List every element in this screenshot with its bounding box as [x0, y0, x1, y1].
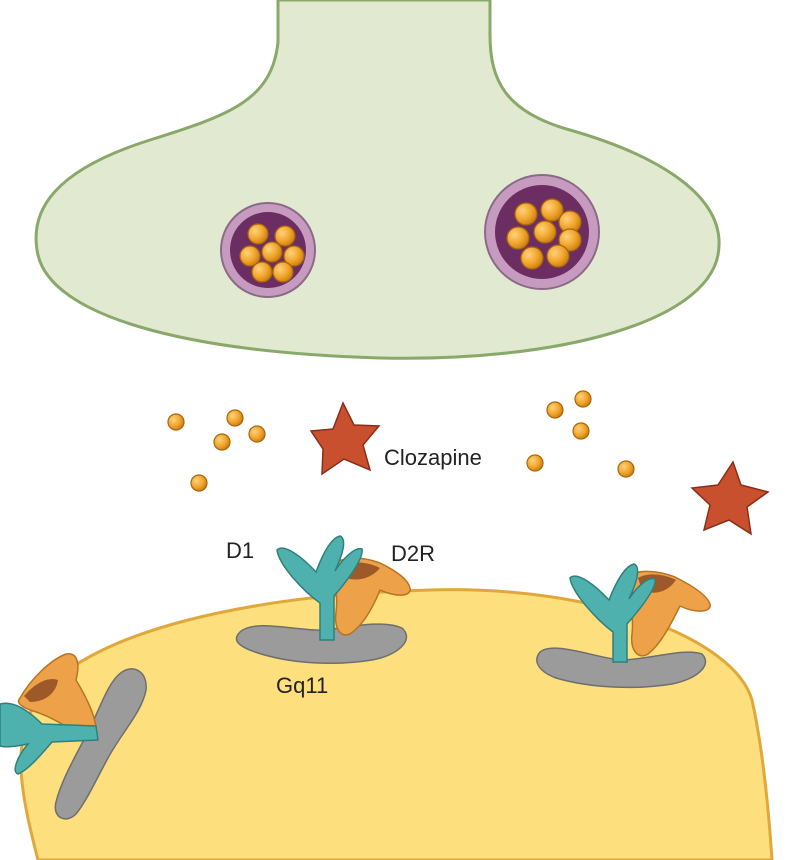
neurotransmitter-molecule	[546, 401, 564, 419]
neurotransmitter-molecule	[283, 245, 305, 267]
d1-receptor-left	[0, 702, 99, 775]
neurotransmitter-molecule	[514, 202, 538, 226]
neurotransmitter-molecule	[167, 413, 185, 431]
neurotransmitter-molecule	[251, 261, 273, 283]
neurotransmitter-molecule	[272, 261, 294, 283]
receptor-complex-center	[235, 535, 411, 665]
neurotransmitter-molecule	[274, 225, 296, 247]
d1-receptor-right	[569, 563, 656, 663]
d2-binding-pocket-left	[24, 678, 58, 702]
vesicle-left-contents	[239, 223, 305, 283]
presynaptic-terminal	[34, 0, 721, 360]
clozapine-label: Clozapine	[384, 445, 482, 470]
clozapine-star-center	[309, 401, 381, 476]
clozapine-star-right	[690, 460, 770, 536]
neurotransmitter-molecule	[226, 409, 244, 427]
d2r-label: D2R	[391, 541, 435, 566]
neurotransmitter-molecule	[574, 390, 592, 408]
gq11-label: Gq11	[276, 673, 328, 698]
neurotransmitter-molecule	[533, 220, 557, 244]
vesicle-right-contents	[506, 198, 582, 270]
neurotransmitter-molecule	[506, 226, 530, 250]
neurotransmitter-molecule	[247, 223, 269, 245]
neurotransmitter-molecule	[546, 244, 570, 268]
neurotransmitter-molecule	[540, 198, 564, 222]
gq11-protein-center	[235, 623, 408, 665]
neurotransmitter-molecule	[520, 246, 544, 270]
cleft-neurotransmitters	[167, 390, 635, 492]
neurotransmitter-molecule	[213, 433, 231, 451]
neurotransmitter-molecule	[572, 422, 590, 440]
neurotransmitter-molecule	[526, 454, 544, 472]
d1-label: D1	[226, 538, 254, 563]
neurotransmitter-molecule	[190, 474, 208, 492]
neurotransmitter-molecule	[239, 245, 261, 267]
gq11-protein-right	[536, 647, 707, 689]
neurotransmitter-molecule	[558, 228, 582, 252]
receptor-complex-left	[0, 653, 147, 820]
d1-receptor-center	[276, 535, 363, 641]
neurotransmitter-molecule	[261, 241, 283, 263]
receptor-complex-right	[536, 563, 711, 689]
neurotransmitter-molecule	[617, 460, 635, 478]
neurotransmitter-molecule	[248, 425, 266, 443]
